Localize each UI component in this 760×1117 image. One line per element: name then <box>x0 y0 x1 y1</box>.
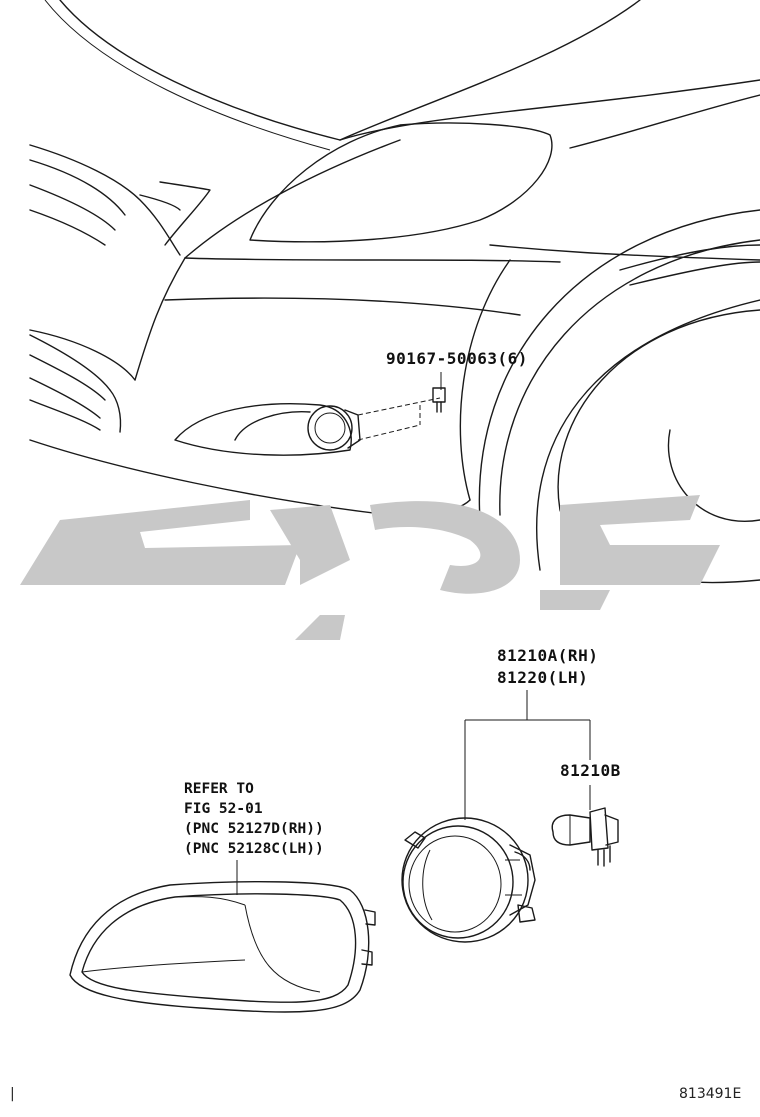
bulb-illustration <box>551 807 619 867</box>
bolt-part-number: 90167-50063(6) <box>386 349 528 368</box>
refer-to-line1: REFER TO <box>184 781 254 797</box>
figure-code: 813491E <box>679 1086 741 1102</box>
bolt-icon <box>432 387 446 413</box>
fog-lamp-cover-illustration <box>69 881 376 1013</box>
page-mark: | <box>10 1086 15 1102</box>
car-front-illustration <box>29 0 760 584</box>
lamp-lh-part-number: 81220(LH) <box>497 668 588 687</box>
watermark-logo <box>20 495 720 640</box>
bulb-part-number: 81210B <box>560 761 621 780</box>
fog-lamp-assembly-illustration <box>401 817 536 943</box>
refer-to-line2: FIG 52-01 <box>184 801 263 817</box>
refer-to-line4: (PNC 52128C(LH)) <box>184 841 324 857</box>
lamp-rh-part-number: 81210A(RH) <box>497 646 598 665</box>
refer-to-line3: (PNC 52127D(RH)) <box>184 821 324 837</box>
lamp-leader-bracket <box>464 690 591 820</box>
